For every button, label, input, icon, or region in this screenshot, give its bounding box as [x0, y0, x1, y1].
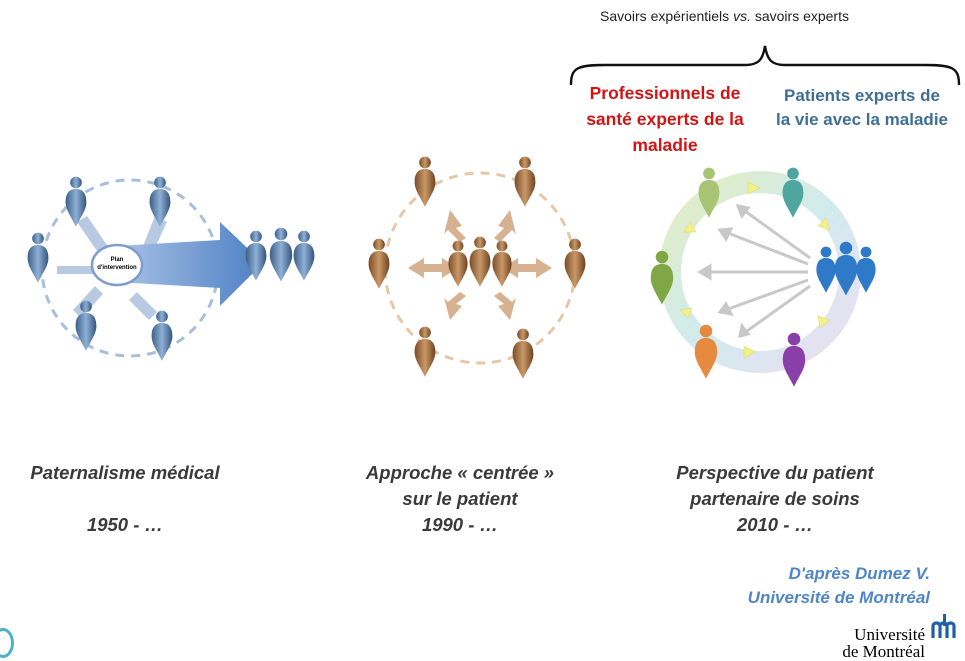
caption-centered: Approche « centrée » sur le patient 1990… [335, 460, 585, 538]
person-icon [816, 246, 836, 293]
panel-partnership-diagram [650, 167, 876, 387]
caption-line: Approche « centrée » [365, 462, 555, 483]
professionals-line-3: maladie [632, 135, 698, 155]
patients-line-1: Patients experts de [784, 86, 940, 105]
credit-line-institution: Université de Montréal [747, 588, 930, 607]
person-icon [414, 326, 436, 377]
hub-label-plan: Plan [111, 257, 124, 263]
professionals-line-1: Professionnels de [589, 83, 741, 103]
person-icon [414, 156, 436, 207]
udem-logo-icon [931, 614, 956, 638]
caption-line: 1990 - … [421, 514, 499, 535]
person-icon [469, 236, 491, 287]
patients-line-2: la vie avec la maladie [775, 110, 948, 129]
heading-prefix: Savoirs expérientiels [600, 8, 734, 24]
person-icon [368, 238, 390, 289]
person-icon [293, 230, 315, 281]
person-icon [492, 240, 512, 287]
caption-line: sur le patient [402, 488, 518, 509]
person-icon [448, 240, 468, 287]
caption-paternalism: Paternalisme médical 1950 - … [5, 460, 245, 538]
curly-brace [569, 45, 961, 86]
caption-line: Paternalisme médical [30, 462, 220, 483]
knowledge-heading: Savoirs expérientiels vs. savoirs expert… [600, 8, 849, 24]
logo-line-1: Université [854, 625, 925, 644]
caption-partnership: Perspective du patient partenaire de soi… [645, 460, 905, 538]
professionals-label: Professionnels de santé experts de la ma… [565, 80, 765, 158]
large-arrow [115, 222, 263, 306]
panel-centered-diagram [368, 156, 586, 379]
heading-suffix: savoirs experts [750, 8, 849, 24]
professionals-line-2: santé experts de la [586, 109, 744, 129]
heading-vs: vs. [733, 8, 751, 24]
hub-label-intervention: d'intervention [97, 265, 137, 271]
bidirectional-arrows [408, 210, 552, 320]
caption-line: 2010 - … [736, 514, 814, 535]
credit-line-author: D'après Dumez V. [788, 564, 930, 583]
caption-line [5, 486, 245, 512]
converging-arrows [697, 203, 811, 339]
patients-label: Patients experts de la vie avec la malad… [762, 84, 962, 132]
logo-line-2: de Montréal [842, 642, 925, 661]
person-icon [564, 238, 586, 289]
caption-line: 1950 - … [86, 514, 164, 535]
caption-line: Perspective du patient [676, 462, 874, 483]
corner-decoration [0, 628, 14, 658]
ring-arrows [679, 181, 831, 359]
udem-logo-text: Université de Montréal [765, 626, 925, 660]
plan-hub [90, 243, 144, 287]
panel-paternalism-diagram: Plan d'intervention [27, 176, 315, 361]
caption-line: partenaire de soins [690, 488, 860, 509]
person-icon [512, 328, 534, 379]
person-icon [269, 227, 293, 282]
credit: D'après Dumez V. Université de Montréal [630, 562, 930, 610]
person-icon [514, 156, 536, 207]
